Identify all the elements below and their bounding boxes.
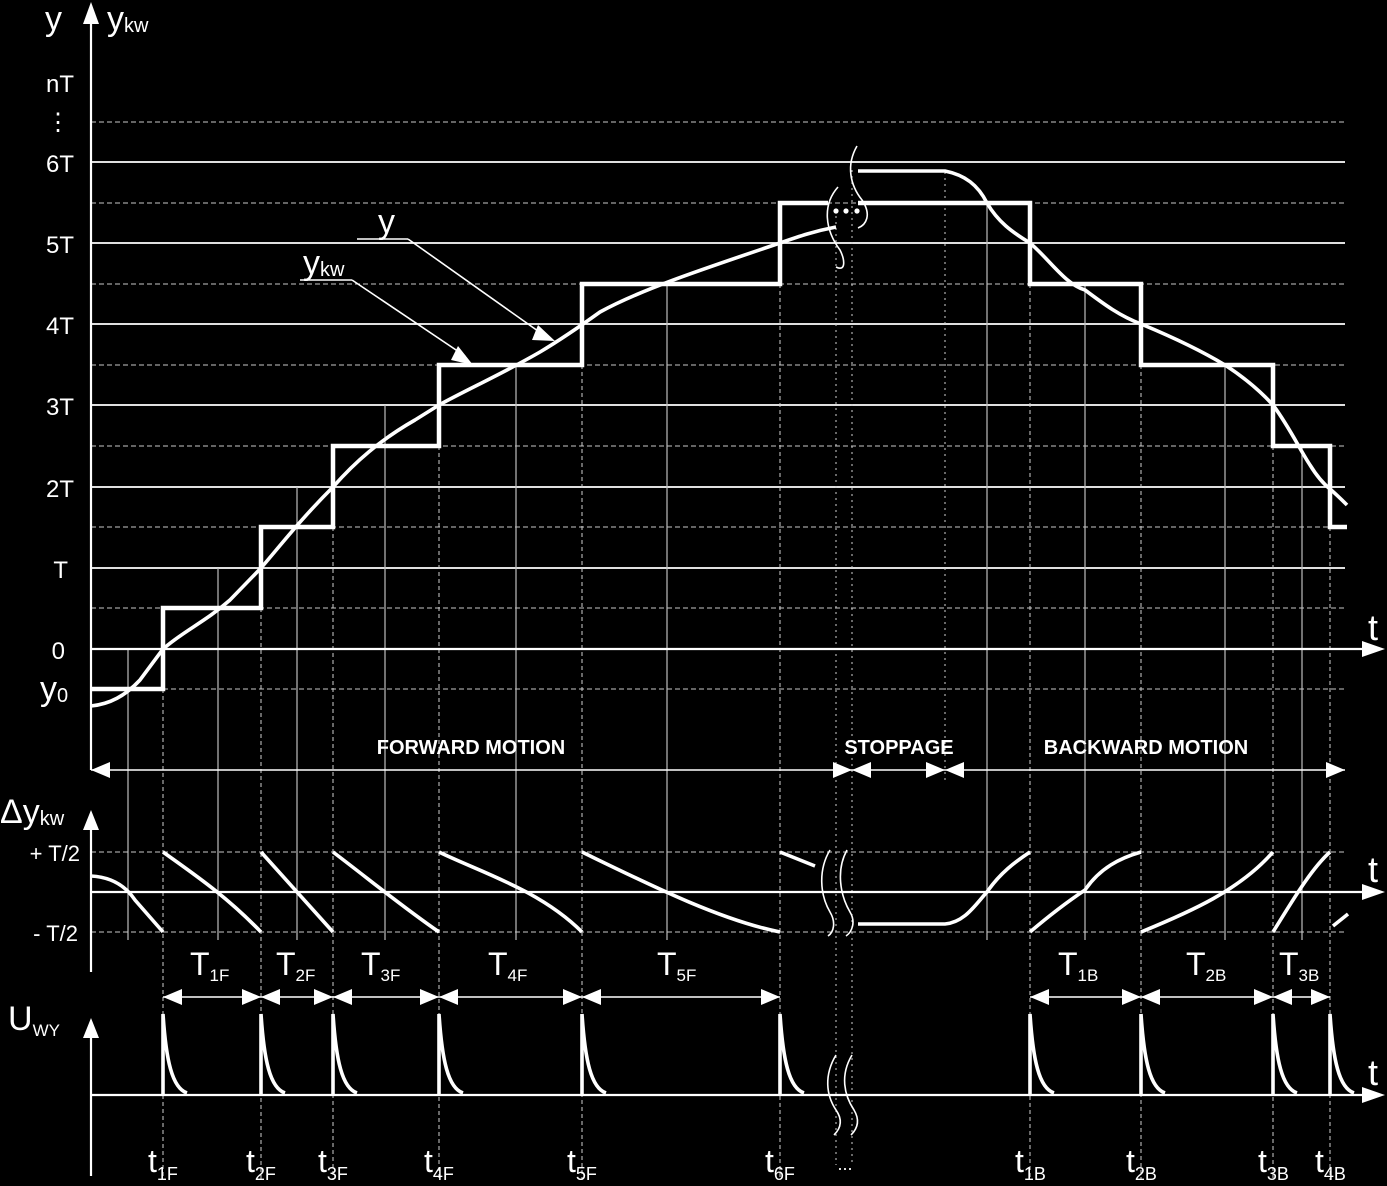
ellipsis-dot: [843, 208, 849, 214]
arrow-left-icon: [91, 762, 110, 778]
y0-label: y0: [40, 670, 68, 708]
phase-backward-label: BACKWARD MOTION: [1044, 737, 1248, 759]
svg-text:T1F: T1F: [190, 946, 229, 985]
vertical-grid: [127, 170, 1331, 1180]
switch-time-labels: t1F t2F t3F t4F t5F t6F t1B t2B t3B t4B: [148, 1143, 1346, 1184]
svg-text:t1B: t1B: [1015, 1143, 1046, 1184]
delta-axis-arrow-icon: [83, 810, 99, 830]
svg-text:T2B: T2B: [1186, 946, 1226, 985]
arrow-left-icon: [945, 762, 964, 778]
svg-text:4T: 4T: [46, 313, 74, 340]
svg-text:t4F: t4F: [424, 1143, 454, 1184]
y-curve-forward: [90, 225, 837, 708]
arrow-right-icon: [833, 762, 852, 778]
ellipsis-dot: [854, 208, 860, 214]
top-horizontal-grid: [91, 121, 1345, 690]
ykw-axis-label: ykw: [107, 0, 149, 38]
delta-t-label: t: [1368, 849, 1378, 890]
ellipsis-label: ...: [837, 1154, 852, 1174]
y-axis-label: y: [45, 0, 62, 38]
delta-minus-label: - T/2: [33, 921, 78, 946]
u-axis-arrow-icon: [83, 1018, 99, 1038]
y-curve-stoppage: [858, 169, 1349, 507]
delta-axis-label: Δykw: [0, 793, 65, 831]
svg-text:t3F: t3F: [318, 1143, 348, 1184]
svg-text:5T: 5T: [46, 232, 74, 259]
svg-text:2T: 2T: [46, 476, 74, 503]
phase-forward-label: FORWARD MOTION: [377, 737, 566, 759]
u-t-arrow-icon: [1362, 1087, 1385, 1103]
ellipsis-dot: [833, 208, 839, 214]
y-leader-arrow-icon: [532, 325, 555, 341]
output-pulses: [161, 1013, 1355, 1095]
u-t-label: t: [1368, 1052, 1378, 1093]
svg-text:6T: 6T: [46, 151, 74, 178]
svg-text:t2B: t2B: [1126, 1143, 1157, 1184]
svg-text:T4F: T4F: [488, 946, 527, 985]
svg-text:⋮: ⋮: [46, 109, 70, 136]
svg-text:T: T: [53, 557, 68, 584]
ykw-leader-arrow-icon: [451, 346, 473, 365]
svg-text:T5F: T5F: [657, 946, 696, 985]
break-symbol-icon: [820, 849, 835, 937]
svg-text:0: 0: [52, 638, 65, 665]
break-symbol-icon: [826, 186, 845, 269]
svg-text:t6F: t6F: [765, 1143, 795, 1184]
phase-stoppage-label: STOPPAGE: [844, 737, 953, 759]
arrow-right-icon: [926, 762, 945, 778]
svg-text:nT: nT: [46, 71, 74, 98]
ykw-staircase: [91, 200, 828, 692]
break-symbol-icon: [849, 145, 869, 229]
break-symbol-icon: [839, 849, 854, 937]
t-axis-label: t: [1368, 607, 1378, 648]
ykw-leader-line: [351, 279, 466, 357]
break-symbol-icon: [826, 1054, 842, 1136]
arrow-right-icon: [1326, 762, 1345, 778]
ykw-curve-label: ykw: [303, 244, 345, 282]
y-curve-label: y: [378, 203, 395, 241]
svg-text:t3B: t3B: [1258, 1143, 1289, 1184]
svg-text:T1B: T1B: [1058, 946, 1098, 985]
svg-text:T2F: T2F: [276, 946, 315, 985]
t-axis-arrow-icon: [1362, 641, 1385, 657]
y-tick-labels: nT ⋮ 6T 5T 4T 3T 2T T 0: [46, 71, 74, 665]
delta-t-arrow-icon: [1362, 884, 1385, 900]
interval-arrows: [163, 989, 1330, 1005]
u-axis-label: UWY: [8, 1000, 60, 1040]
svg-text:t2F: t2F: [246, 1143, 276, 1184]
svg-text:t4B: t4B: [1315, 1143, 1346, 1184]
break-symbol-icon: [843, 1054, 859, 1136]
delta-plus-label: + T/2: [30, 841, 80, 866]
y-axis-arrow-icon: [83, 2, 99, 24]
svg-text:t1F: t1F: [148, 1143, 178, 1184]
svg-text:T3B: T3B: [1279, 946, 1319, 985]
interval-labels: T1F T2F T3F T4F T5F T1B T2B T3B: [190, 946, 1319, 985]
svg-text:T3F: T3F: [361, 946, 400, 985]
y-leader-line: [407, 238, 546, 337]
delta-sawtooth: [90, 850, 1350, 934]
svg-text:3T: 3T: [46, 394, 74, 421]
arrow-left-icon: [852, 762, 871, 778]
svg-text:t5F: t5F: [567, 1143, 597, 1184]
